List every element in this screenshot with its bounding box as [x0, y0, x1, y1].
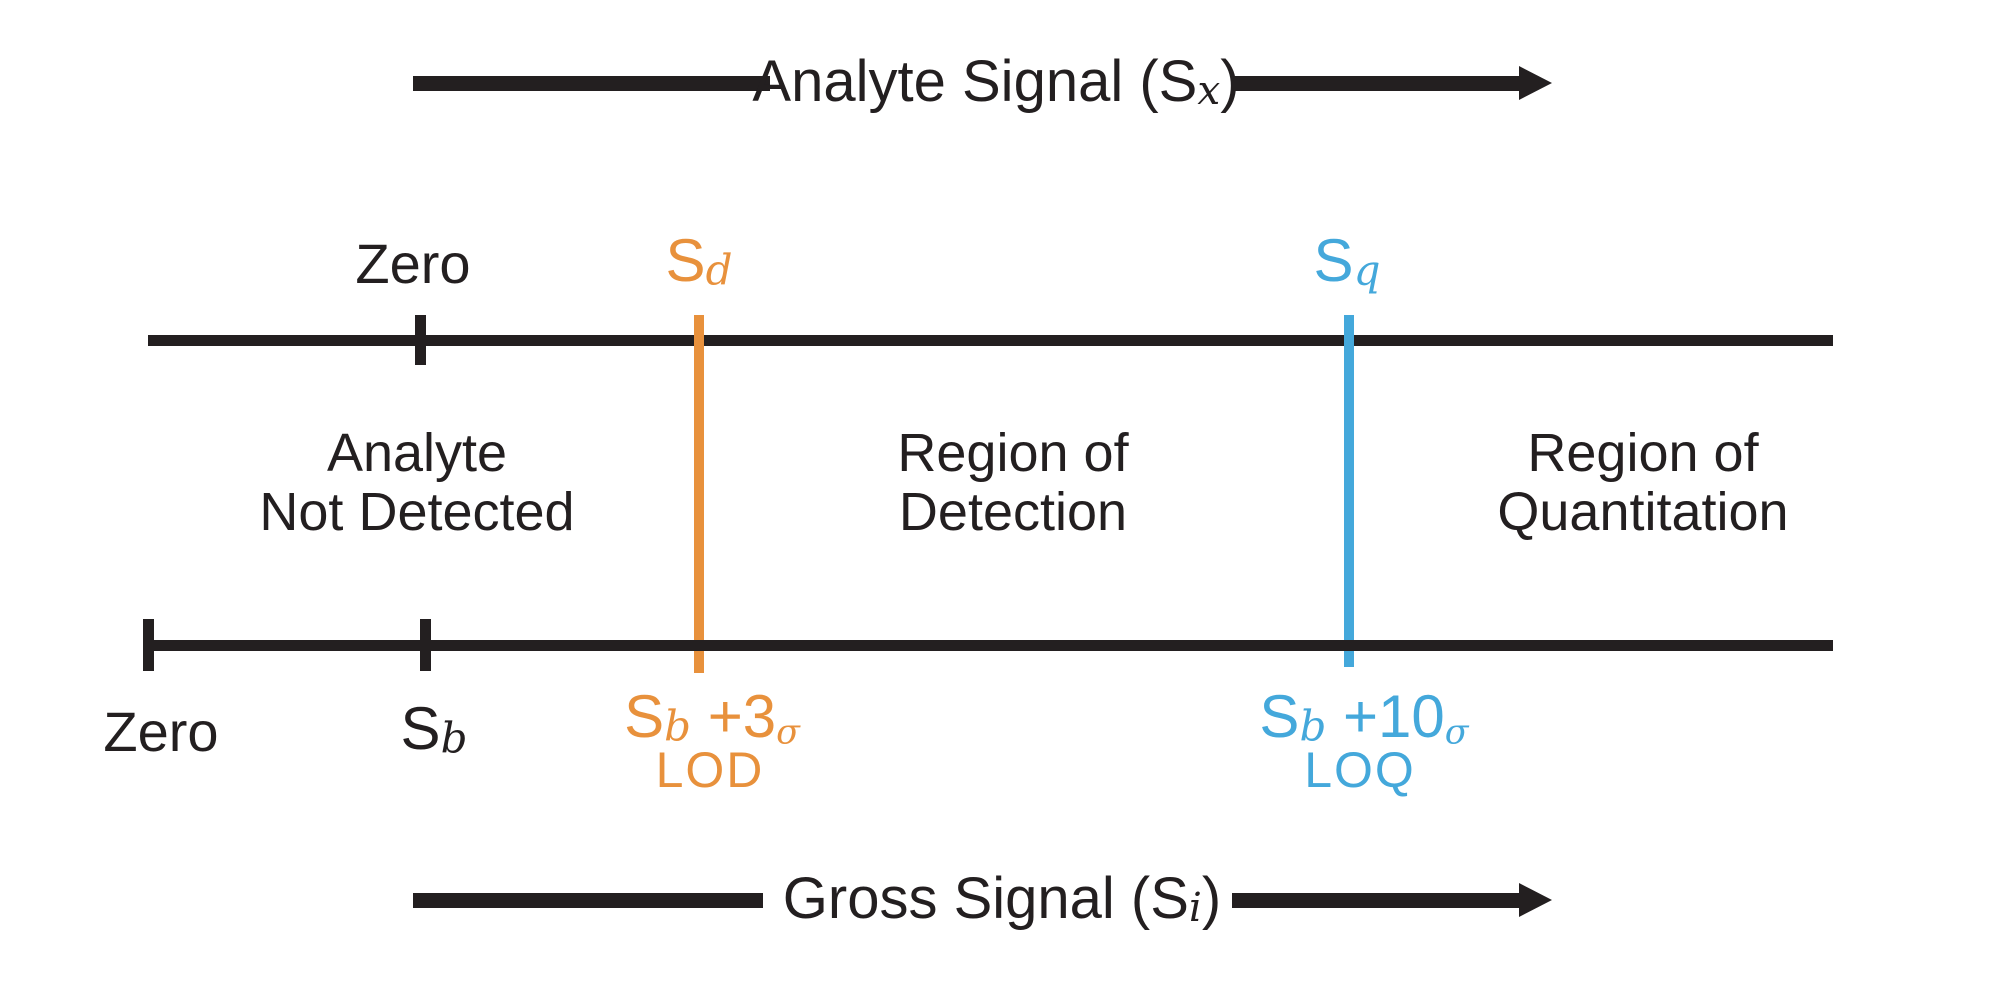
sb-label: Sb [334, 696, 534, 771]
sq-base: S [1313, 227, 1354, 294]
top-arrow-label: Analyte Signal (Sx) [696, 47, 1296, 125]
region-2-line2: Detection [898, 482, 1128, 542]
top-axis-zero-label: Zero [355, 232, 471, 295]
bottom-axis-zero-label: Zero [103, 700, 219, 763]
bottom-axis-blank-tick [420, 619, 431, 671]
loq-formula: Sb +10σ [1164, 684, 1564, 765]
bottom-arrow-shaft-right [1232, 893, 1520, 908]
top-arrowhead-icon [1519, 66, 1552, 100]
sb-subscript: b [440, 713, 468, 763]
region-1-line1: Analyte [326, 423, 508, 483]
loq-operator: +10 [1326, 683, 1445, 750]
region-2-line1: Region of [897, 423, 1129, 483]
bottom-arrow-label-suffix: ) [1201, 866, 1222, 931]
region-label-not-detected: Analyte Not Detected [167, 424, 667, 542]
lod-base: S [624, 683, 665, 750]
top-axis-line [148, 335, 1833, 346]
sq-subscript: q [1353, 245, 1381, 295]
bottom-arrow-subscript: i [1188, 883, 1202, 932]
bottom-axis-line [148, 640, 1833, 651]
top-arrow-subscript: x [1197, 66, 1221, 115]
top-arrow-label-prefix: Analyte Signal (S [752, 49, 1198, 114]
region-label-quantitation: Region of Quantitation [1393, 424, 1893, 542]
top-axis-zero-tick [415, 315, 426, 365]
bottom-axis-start-tick [143, 619, 154, 671]
loq-base: S [1259, 683, 1300, 750]
loq-caption: LOQ [1304, 742, 1416, 798]
bottom-arrow-label: Gross Signal (Si) [702, 864, 1302, 942]
sb-base: S [400, 695, 441, 762]
top-arrow-label-suffix: ) [1220, 49, 1240, 114]
lod-caption: LOD [655, 742, 765, 798]
sd-subscript: d [705, 245, 733, 295]
lod-subscript: b [664, 701, 692, 751]
sd-base: S [665, 227, 706, 294]
region-label-detection: Region of Detection [763, 424, 1263, 542]
region-3-line2: Quantitation [1497, 482, 1789, 542]
lod-sigma: σ [776, 712, 800, 753]
bottom-arrow-shaft-left [413, 893, 763, 908]
loq-threshold-line [1344, 315, 1354, 667]
top-arrow-shaft-left [413, 76, 770, 91]
top-arrow-shaft-right [1232, 76, 1520, 91]
bottom-arrow-label-prefix: Gross Signal (S [782, 866, 1189, 931]
sq-label: Sq [1247, 228, 1447, 303]
region-3-line1: Region of [1527, 423, 1759, 483]
lod-threshold-line [694, 315, 704, 673]
bottom-arrowhead-icon [1519, 883, 1552, 917]
loq-sigma: σ [1444, 712, 1469, 753]
lod-formula: Sb +3σ [512, 684, 912, 765]
region-1-line2: Not Detected [259, 482, 575, 542]
lod-operator: +3 [691, 683, 777, 750]
loq-subscript: b [1299, 701, 1327, 751]
sd-label: Sd [599, 228, 799, 303]
